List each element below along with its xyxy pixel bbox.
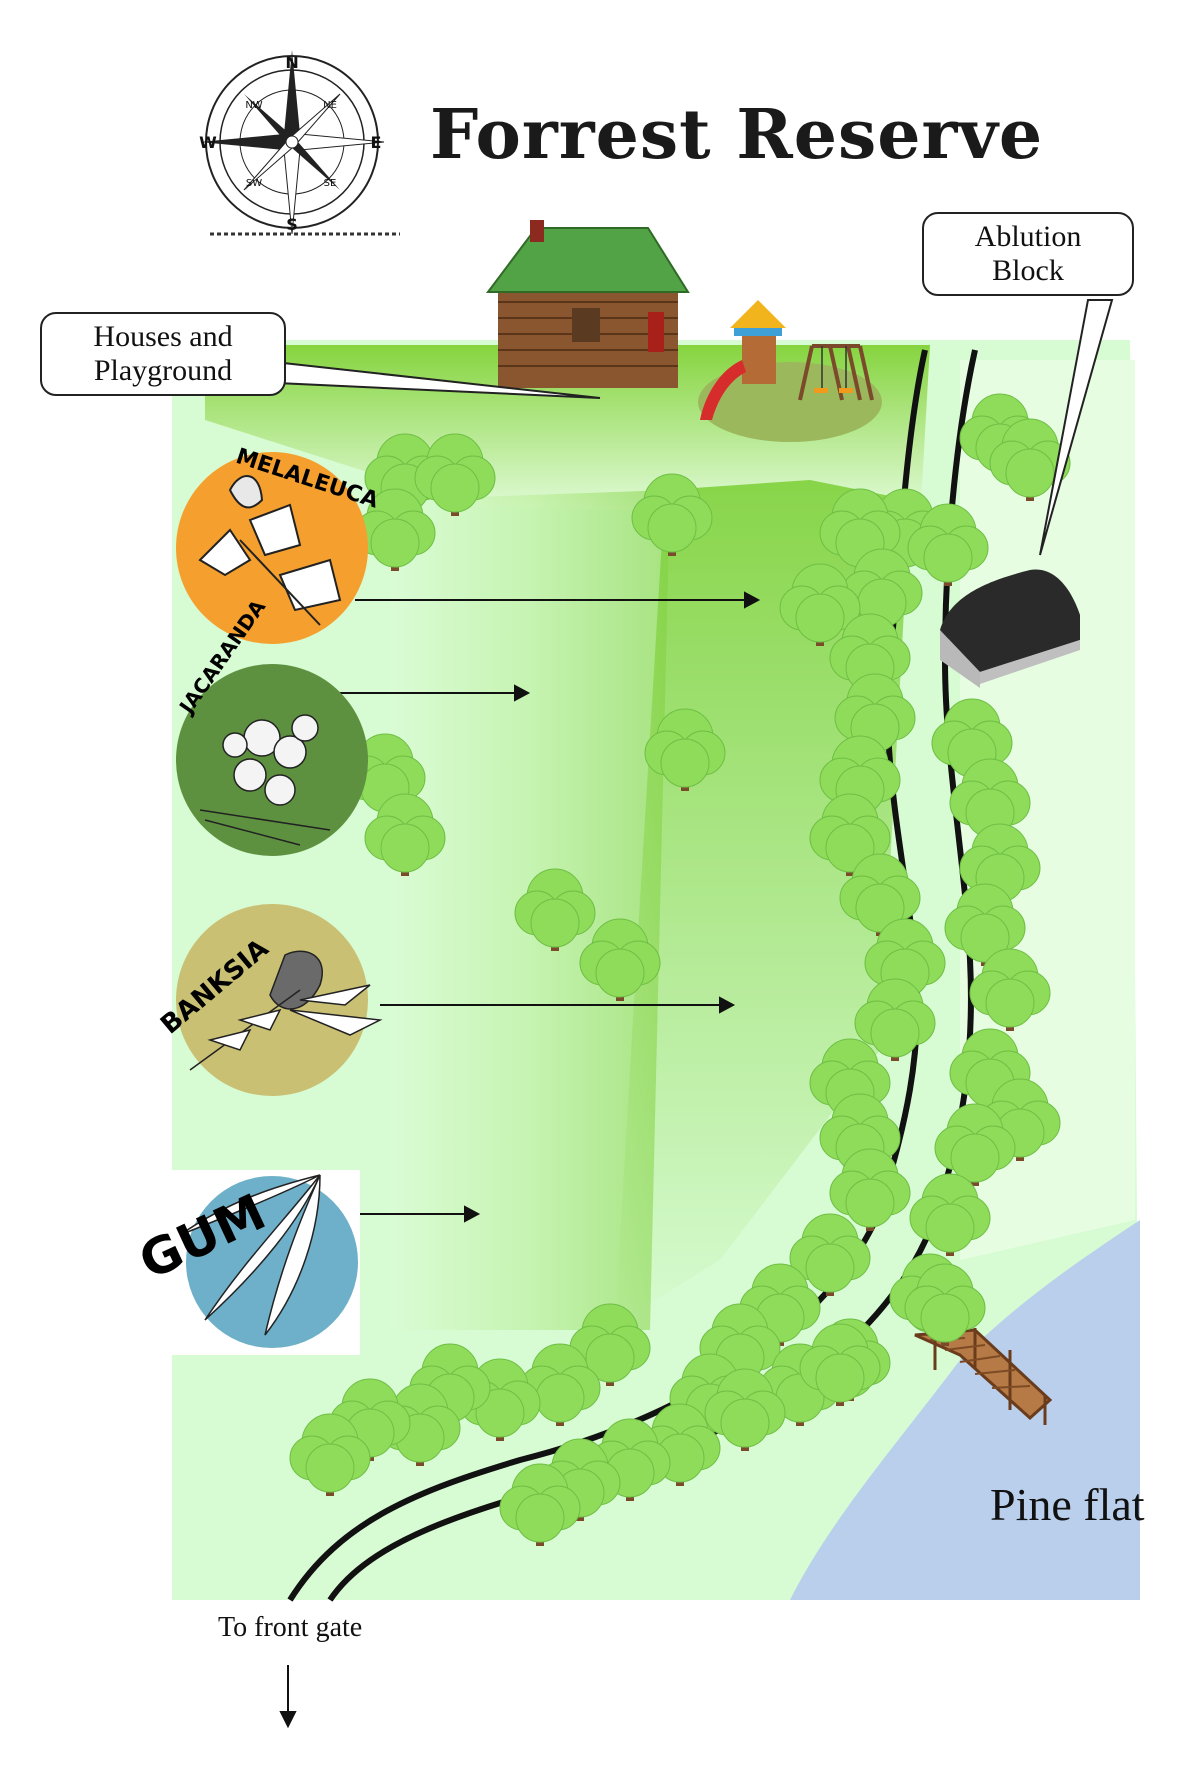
tree-icon <box>904 1263 986 1346</box>
callout-houses-playground: Houses and Playground <box>40 312 286 396</box>
cabin-icon <box>486 220 690 388</box>
tree-icon <box>631 473 713 556</box>
tree-icon <box>839 853 921 936</box>
ablution-block-icon <box>940 569 1080 688</box>
arrow-head <box>514 684 531 702</box>
ablution-callout-pointer <box>1039 299 1114 556</box>
compass-nw: NW <box>245 100 262 111</box>
compass-sw: SW <box>246 178 262 189</box>
compass-e: E <box>371 133 382 152</box>
callout-ablution-line2: Block <box>992 254 1064 287</box>
tree-icon <box>779 563 861 646</box>
arrow-head <box>464 1205 481 1223</box>
map-title: Forrest Reserve <box>430 95 1044 175</box>
tree-icon <box>289 1413 371 1496</box>
compass-w: W <box>199 133 217 152</box>
gum-leaf-icon <box>179 1174 321 1336</box>
tree-icon <box>834 673 916 756</box>
callout-houses-line1: Houses and <box>93 320 233 353</box>
tree-icon <box>907 503 989 586</box>
tree-icon <box>934 1103 1016 1186</box>
tree-icon <box>499 1463 581 1546</box>
tree-icon <box>949 1028 1031 1111</box>
trees-layer <box>289 393 1071 1546</box>
compass-se: SE <box>324 178 337 189</box>
tree-icon <box>944 883 1026 966</box>
plant-arrows <box>325 591 761 1223</box>
compass-icon: N S E W NE NW SE SW <box>199 50 385 235</box>
front-gate-arrow <box>279 1665 297 1729</box>
river <box>790 1220 1140 1600</box>
tree-icon <box>579 918 661 1001</box>
tree-icon <box>789 1213 871 1296</box>
tree-icon <box>931 698 1013 781</box>
tree-icon <box>644 708 726 791</box>
jacaranda-circle <box>176 664 368 856</box>
tree-icon <box>819 488 901 571</box>
tree-icon <box>829 1148 911 1231</box>
tree-icon <box>414 433 496 516</box>
banksia-circle <box>176 904 368 1096</box>
front-gate-label: To front gate <box>218 1612 363 1643</box>
tree-icon <box>969 948 1051 1031</box>
plant-badge-banksia: BANKSIA <box>155 904 383 1096</box>
compass-n: N <box>285 53 298 72</box>
tree-icon <box>704 1368 786 1451</box>
tree-icon <box>569 1303 651 1386</box>
callout-houses-line2: Playground <box>93 354 233 387</box>
tree-icon <box>809 793 891 876</box>
tree-icon <box>514 868 596 951</box>
tree-icon <box>854 978 936 1061</box>
grass-band <box>615 480 910 1325</box>
arrow-head <box>744 591 761 609</box>
tree-icon <box>799 1323 881 1406</box>
arrow-head <box>719 996 736 1014</box>
jacaranda-flower-icon <box>199 714 331 846</box>
plant-badge-gum: GUM <box>131 1170 360 1355</box>
callout-ablution-block: Ablution Block <box>922 212 1134 296</box>
banksia-flower-icon <box>189 950 383 1071</box>
tree-icon <box>864 918 946 1001</box>
tree-icon <box>909 1173 991 1256</box>
tree-icon <box>364 793 446 876</box>
playground-icon <box>698 300 882 442</box>
compass-s: S <box>286 215 298 234</box>
callout-ablution-line1: Ablution <box>974 220 1082 253</box>
pine-flat-label: Pine flat <box>990 1479 1145 1530</box>
compass-ne: NE <box>323 100 337 111</box>
melaleuca-leaf-icon <box>198 475 342 626</box>
